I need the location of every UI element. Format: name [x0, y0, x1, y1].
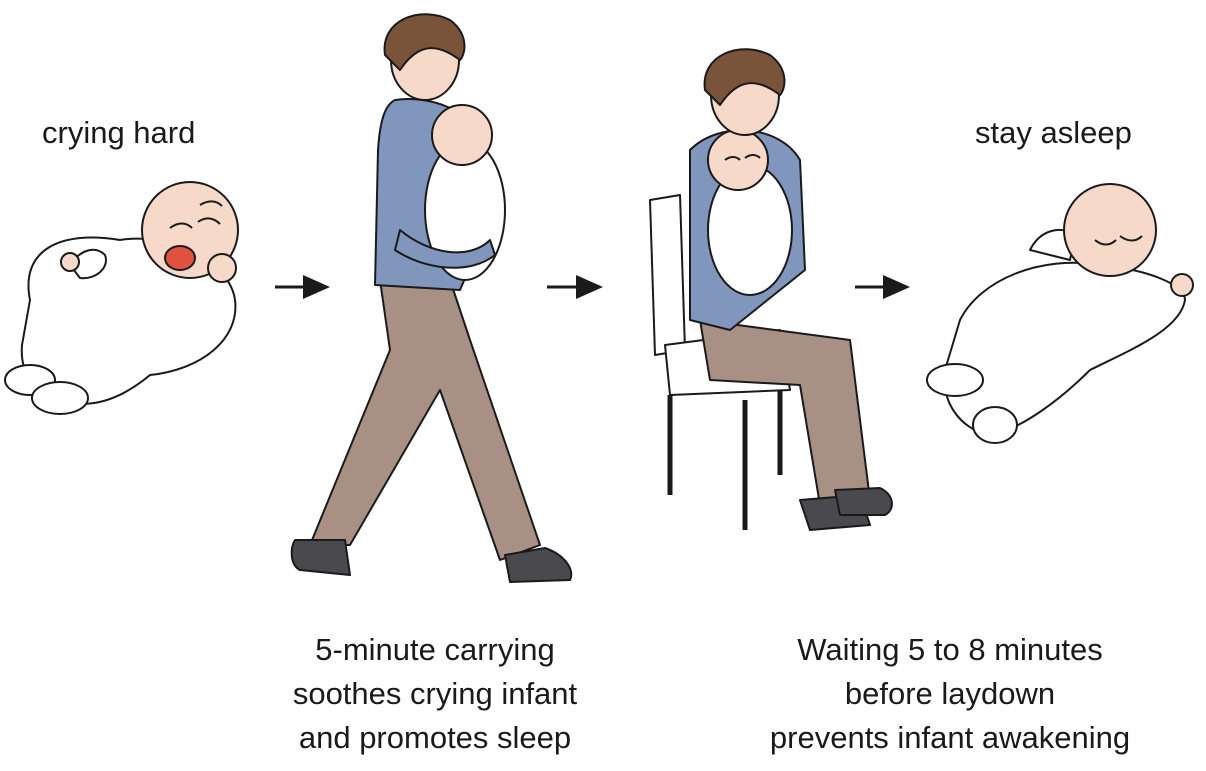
caption-line: prevents infant awakening [740, 716, 1160, 760]
asleep-label: stay asleep [975, 117, 1132, 148]
caption-line: before laydown [740, 672, 1160, 716]
crying-label: crying hard [42, 117, 195, 148]
caption-line: and promotes sleep [255, 716, 615, 760]
caption-line: soothes crying infant [255, 672, 615, 716]
caption-line: 5-minute carrying [255, 628, 615, 672]
walking-woman [292, 14, 572, 582]
caption-line: Waiting 5 to 8 minutes [740, 628, 1160, 672]
crying-baby [5, 182, 238, 414]
carrying-caption: 5-minute carrying soothes crying infant … [255, 628, 615, 760]
waiting-caption: Waiting 5 to 8 minutes before laydown pr… [740, 628, 1160, 760]
sitting-woman [650, 49, 892, 530]
sleeping-baby [927, 184, 1193, 443]
